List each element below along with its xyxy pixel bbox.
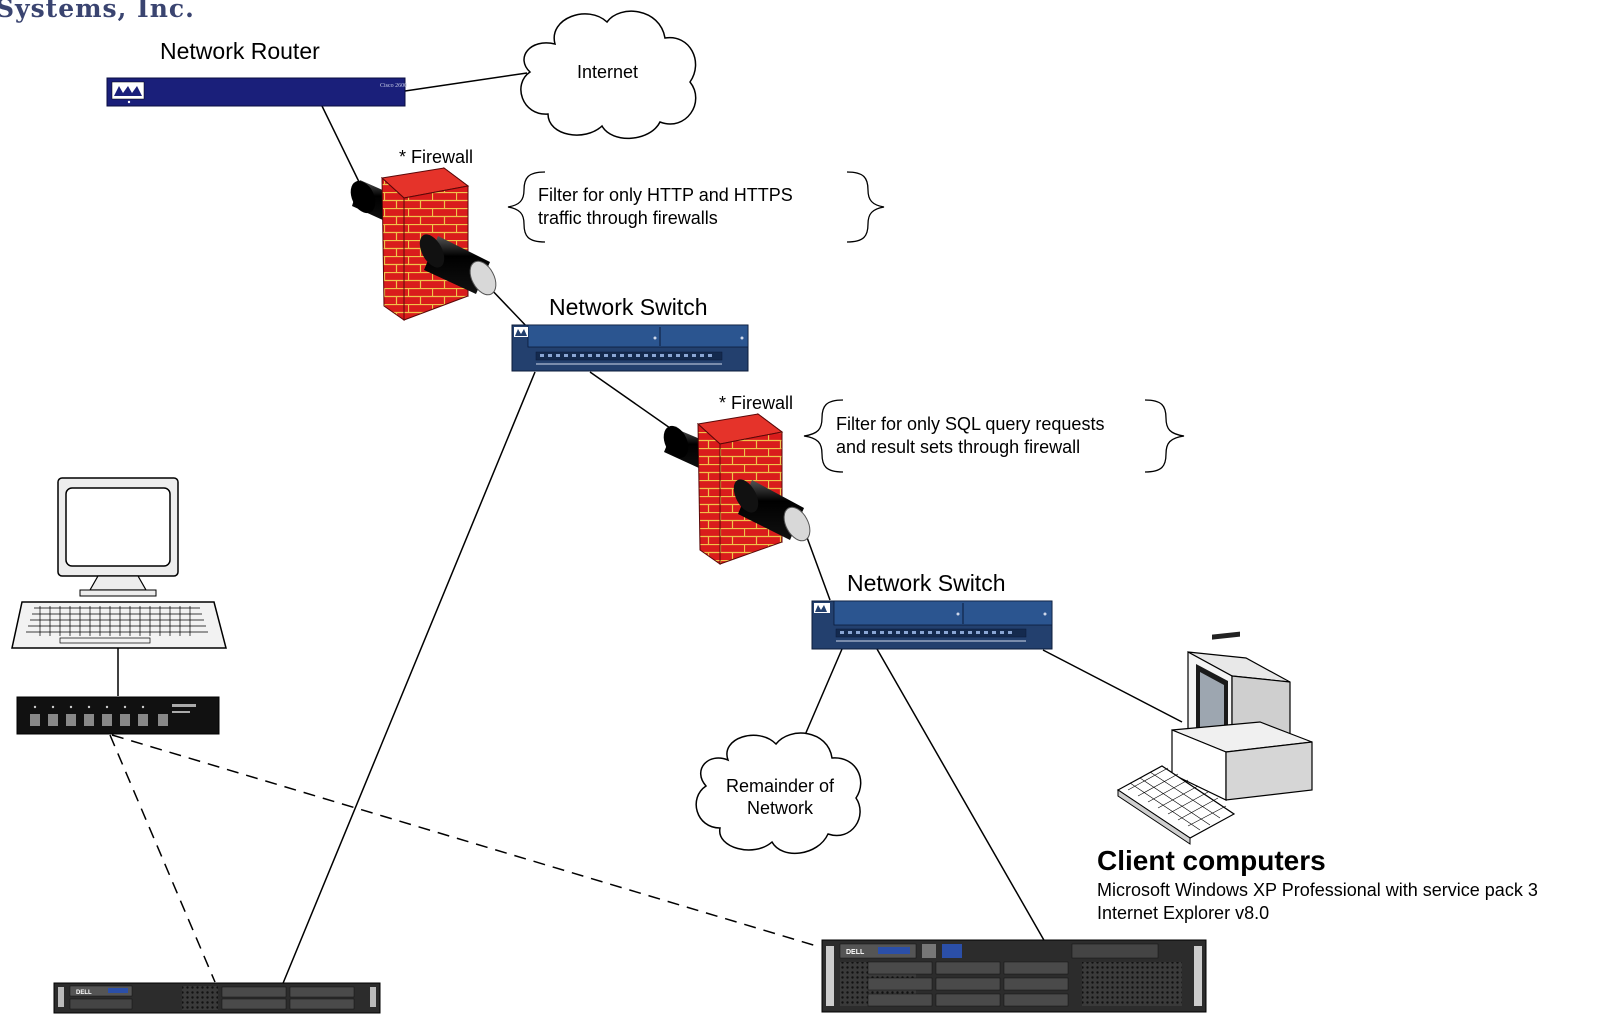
- firewall-2-label: * Firewall: [719, 393, 794, 413]
- client-browser-text: Internet Explorer v8.0: [1097, 903, 1270, 923]
- firewall-1-note: Filter for only HTTP and HTTPS traffic t…: [538, 184, 793, 230]
- switch2-server-link: [876, 648, 1046, 943]
- firewall-2-note-line-1: Filter for only SQL query requests: [836, 414, 1105, 434]
- network-switch-1[interactable]: [511, 324, 749, 372]
- remainder-line-2: Network: [746, 798, 813, 818]
- kvm-server2-dashed-link: [111, 734, 821, 948]
- router-model-text: Cisco 2600: [380, 83, 407, 89]
- network-switch-2[interactable]: [811, 600, 1053, 650]
- note-1-braces: [507, 171, 885, 243]
- firewall-2-note: Filter for only SQL query requests and r…: [836, 413, 1104, 459]
- firewall1-switch1-link: [487, 285, 531, 331]
- remainder-line-1: Remainder of: [725, 776, 835, 796]
- kvm-server1-dashed-link: [109, 734, 216, 983]
- switch2-remainder-link: [804, 648, 843, 736]
- server-1-icon: DELL: [53, 982, 381, 1014]
- firewall2-switch2-link: [804, 531, 831, 601]
- internet-cloud-icon: [520, 10, 697, 139]
- connections: [109, 72, 1183, 1011]
- kvm-switch-icon: [16, 696, 220, 735]
- switch1-server-link: [271, 371, 536, 1011]
- network-router[interactable]: Cisco 2600: [106, 77, 407, 107]
- router-firewall1-link: [321, 105, 363, 189]
- switch1-firewall2-link: [589, 371, 681, 436]
- internet-label: Internet: [577, 62, 639, 82]
- remainder-network-cloud-icon: [695, 732, 862, 855]
- firewall-2-icon: [663, 413, 811, 565]
- admin-workstation-icon: [11, 477, 227, 649]
- server-2-brand-text: DELL: [846, 949, 865, 956]
- firewall-2-note-line-2: and result sets through firewall: [836, 437, 1081, 457]
- router-internet-link: [404, 72, 528, 92]
- note-2-braces: [803, 399, 1185, 473]
- firewall-1-note-line-2: traffic through firewalls: [538, 208, 718, 228]
- client-os-text: Microsoft Windows XP Professional with s…: [1097, 880, 1538, 900]
- switch2-client-link: [1042, 649, 1183, 723]
- client-computer-icon: [1116, 631, 1313, 845]
- company-name: Systems, Inc.: [0, 0, 195, 23]
- firewall-1-icon: [350, 167, 497, 321]
- switch-2-label: Network Switch: [847, 570, 1006, 596]
- client-computers-title: Client computers: [1097, 845, 1326, 876]
- server-1-brand-text: DELL: [76, 990, 92, 996]
- server-2-icon: DELL: [821, 939, 1207, 1013]
- remainder-network-label: Remainder of Network: [710, 775, 850, 819]
- firewall-1-label: * Firewall: [399, 147, 474, 167]
- switch-1-label: Network Switch: [549, 294, 708, 320]
- router-label: Network Router: [160, 38, 320, 64]
- firewall-1-note-line-1: Filter for only HTTP and HTTPS: [538, 185, 793, 205]
